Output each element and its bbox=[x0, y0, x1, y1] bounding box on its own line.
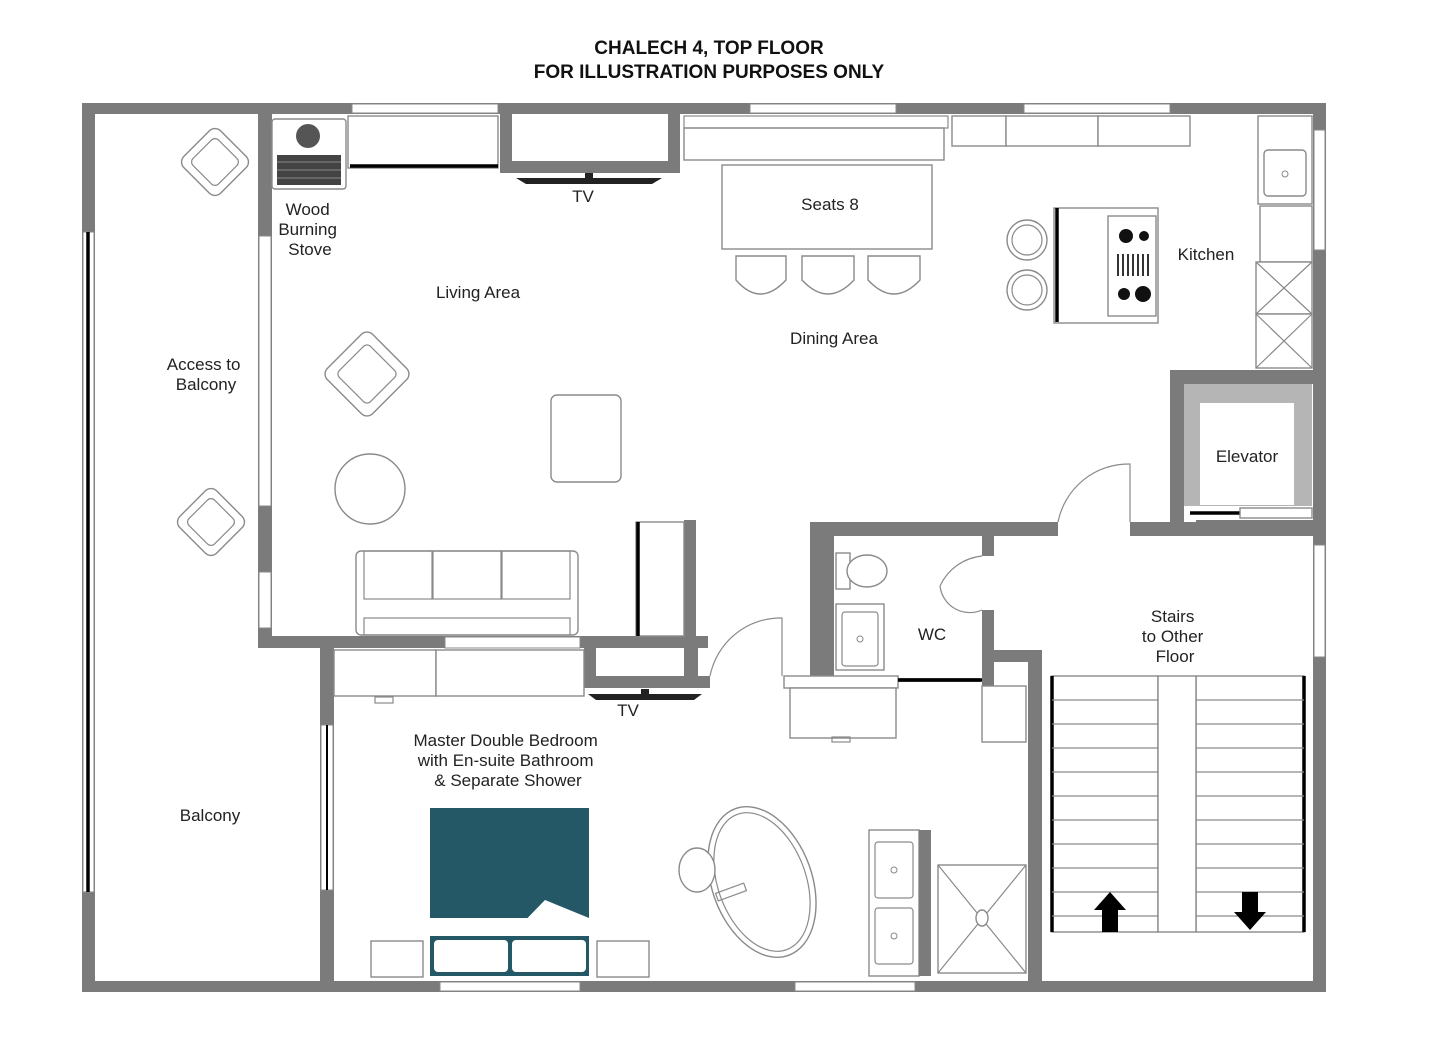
double-basins bbox=[868, 829, 931, 977]
bedroom-wardrobes bbox=[333, 649, 585, 704]
label-dining-area: Dining Area bbox=[790, 329, 878, 348]
title-line-2: FOR ILLUSTRATION PURPOSES ONLY bbox=[533, 62, 885, 83]
label-master-bedroom: Master Double Bedroom with En-suite Bath… bbox=[414, 731, 603, 790]
toilet bbox=[835, 552, 888, 590]
kitchen-island bbox=[1053, 207, 1159, 324]
bathtub bbox=[678, 806, 817, 958]
room-labels: Wood Burning Stove TV Seats 8 Kitchen Li… bbox=[167, 187, 1279, 825]
kitchen-stools bbox=[1006, 219, 1048, 311]
dining-stools bbox=[735, 255, 921, 295]
double-bed bbox=[370, 808, 650, 978]
balcony-chair-bottom bbox=[176, 487, 246, 557]
label-living-area: Living Area bbox=[436, 283, 521, 302]
label-tv-living: TV bbox=[572, 187, 594, 206]
wc-room bbox=[835, 552, 980, 682]
balcony-chairs bbox=[176, 127, 250, 557]
tv-living bbox=[516, 173, 662, 184]
tv-bedroom bbox=[588, 689, 702, 700]
label-access-balcony: Access to Balcony bbox=[167, 355, 245, 394]
wc-basin bbox=[835, 603, 885, 671]
label-kitchen: Kitchen bbox=[1178, 245, 1235, 264]
coffee-table bbox=[550, 394, 622, 483]
bathroom-vanity bbox=[783, 675, 1027, 743]
label-elevator: Elevator bbox=[1216, 447, 1279, 466]
wood-burning-stove bbox=[271, 118, 347, 190]
label-stove: Wood Burning Stove bbox=[278, 200, 341, 259]
sofa bbox=[355, 550, 579, 636]
plan-title: CHALECH 4, TOP FLOOR FOR ILLUSTRATION PU… bbox=[0, 37, 1418, 85]
armchair-living bbox=[324, 331, 410, 417]
windows bbox=[82, 103, 1326, 992]
kitchen-counters-right bbox=[1255, 205, 1313, 369]
sideboard-top bbox=[683, 115, 949, 161]
staircase bbox=[1050, 675, 1306, 933]
label-tv-bedroom: TV bbox=[617, 701, 639, 720]
arrow-up-icon bbox=[1094, 892, 1126, 932]
round-side-table bbox=[334, 453, 406, 525]
side-cabinet bbox=[635, 521, 685, 637]
shower bbox=[937, 864, 1027, 974]
label-wc: WC bbox=[918, 625, 946, 644]
label-stairs: Stairs to Other Floor bbox=[1142, 607, 1208, 666]
wall-unit-top bbox=[347, 115, 499, 169]
label-balcony: Balcony bbox=[180, 806, 241, 825]
label-seats: Seats 8 bbox=[801, 195, 859, 214]
dining-table bbox=[721, 164, 933, 250]
stair-treads bbox=[1052, 699, 1304, 917]
arrow-down-icon bbox=[1234, 892, 1266, 930]
kitchen-counters-top bbox=[951, 115, 1313, 205]
balcony-chair-top bbox=[180, 127, 250, 197]
title-line-1: CHALECH 4, TOP FLOOR bbox=[594, 38, 824, 59]
elevator bbox=[1184, 384, 1313, 519]
doors bbox=[709, 463, 1131, 677]
